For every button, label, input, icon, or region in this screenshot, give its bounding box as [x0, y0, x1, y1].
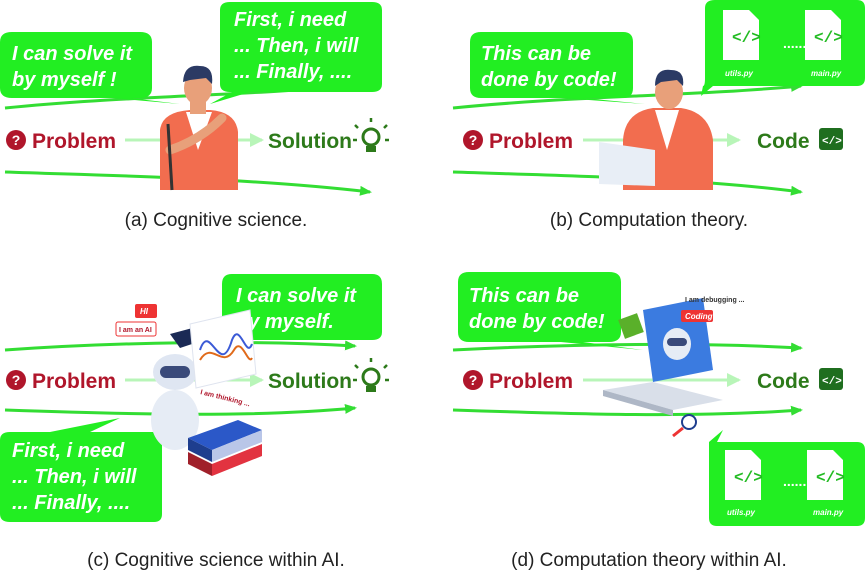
bubble-right-line1: First, i need	[234, 9, 347, 31]
bubble-right-line2: ... Then, i will	[234, 35, 359, 57]
flow-arrow-top	[452, 342, 803, 353]
svg-text:</>: </>	[816, 469, 845, 487]
solution-text: Solution	[268, 130, 352, 153]
svg-text:?: ?	[469, 372, 478, 388]
file-label-main: main.py	[813, 508, 844, 517]
problem-text: Problem	[489, 370, 573, 393]
panel-d-illustration: This can be done by code! Coding I am de…	[452, 272, 865, 526]
bubble-bottom-line1: First, i need	[12, 440, 125, 462]
question-icon	[463, 130, 483, 150]
panel-computation-theory: This can be done by code! </> utils.py .…	[433, 0, 865, 290]
code-label: Code </>	[757, 368, 843, 393]
svg-text:?: ?	[469, 132, 478, 148]
question-icon	[463, 370, 483, 390]
bubble-bottom-line2: ... Then, i will	[12, 466, 137, 488]
caption-a: (a) Cognitive science.	[124, 210, 308, 231]
problem-label: ? Problem	[6, 130, 116, 153]
problem-label: ? Problem	[463, 370, 573, 393]
tag-hi: HI	[140, 307, 149, 316]
python-file-icon: </> utils.py	[723, 10, 761, 78]
code-badge-icon: </>	[819, 368, 843, 390]
ai-laptop-icon: Coding I am debugging ...	[603, 297, 745, 438]
bubble-right-line3: ... Finally, ....	[234, 61, 352, 83]
svg-text:?: ?	[12, 372, 21, 388]
caption-c: (c) Cognitive science within AI.	[87, 550, 345, 571]
code-files-bubble: </> utils.py ...... </> main.py	[701, 0, 865, 96]
tag-thinking: I am thinking ...	[200, 389, 251, 408]
code-label: Code </>	[757, 128, 843, 153]
file-label-main: main.py	[811, 69, 842, 78]
code-text: Code	[757, 370, 810, 393]
bubble-line1: This can be	[469, 285, 579, 307]
problem-label: ? Problem	[6, 370, 116, 393]
python-file-icon: </> main.py	[805, 10, 843, 78]
solution-text: Solution	[268, 370, 352, 393]
caption-d: (d) Computation theory within AI.	[511, 550, 787, 571]
solution-label: Solution	[268, 358, 389, 393]
file-label-utils: utils.py	[727, 508, 756, 517]
flow-arrow-bottom	[452, 405, 803, 417]
bubble-line1: This can be	[481, 43, 591, 65]
question-icon	[6, 130, 26, 150]
code-badge-icon: </>	[819, 128, 843, 150]
file-dots: ......	[783, 35, 806, 51]
panel-cognitive-science: I can solve it by myself ! First, i need…	[0, 0, 432, 290]
tag-ai: I am an AI	[119, 327, 152, 334]
thinking-person-icon	[160, 65, 238, 191]
python-file-icon: </> main.py	[807, 450, 845, 517]
bubble-line2: done by code!	[481, 69, 617, 91]
bubble-top-line1: I can solve it	[236, 285, 357, 307]
code-text: Code	[757, 130, 810, 153]
bubble-bottom-line3: ... Finally, ....	[12, 492, 130, 514]
panel-c-illustration: I can solve it by myself. First, i need …	[0, 274, 389, 522]
problem-text: Problem	[32, 370, 116, 393]
lightbulb-icon	[353, 358, 389, 392]
bubble-left-line2: by myself !	[12, 69, 117, 91]
caption-b: (b) Computation theory.	[549, 210, 749, 231]
svg-text:?: ?	[12, 132, 21, 148]
bubble-top-line2: by myself.	[236, 311, 334, 333]
speech-bubble-bottom: First, i need ... Then, i will ... Final…	[0, 418, 162, 522]
panel-b-illustration: This can be done by code! </> utils.py .…	[452, 0, 865, 196]
python-file-icon: </> utils.py	[725, 450, 763, 517]
panel-cognitive-science-ai: I can solve it by myself. First, i need …	[0, 270, 432, 571]
svg-text:</>: </>	[822, 136, 842, 148]
person-laptop-icon	[599, 69, 713, 190]
books-icon	[188, 420, 262, 476]
flow-arrow-top	[452, 81, 803, 110]
solution-label: Solution	[268, 118, 389, 153]
speech-bubble: This can be done by code!	[470, 32, 645, 104]
file-dots: ......	[783, 473, 806, 489]
tag-debugging: I am debugging ...	[685, 297, 745, 304]
problem-text: Problem	[489, 130, 573, 153]
svg-text:</>: </>	[822, 376, 842, 388]
panel-computation-theory-ai: This can be done by code! Coding I am de…	[433, 270, 865, 571]
bubble-left-line1: I can solve it	[12, 43, 133, 65]
svg-text:</>: </>	[814, 29, 843, 47]
speech-bubble-right: First, i need ... Then, i will ... Final…	[210, 2, 382, 104]
bubble-line2: done by code!	[469, 311, 605, 333]
file-label-utils: utils.py	[725, 69, 754, 78]
svg-text:</>: </>	[732, 29, 761, 47]
speech-bubble-left: I can solve it by myself !	[0, 32, 180, 104]
panel-a-illustration: I can solve it by myself ! First, i need…	[0, 2, 389, 196]
problem-text: Problem	[32, 130, 116, 153]
code-files-bubble: </> utils.py ...... </> main.py	[709, 430, 865, 526]
question-icon	[6, 370, 26, 390]
lightbulb-icon	[353, 118, 389, 152]
speech-bubble: This can be done by code!	[458, 272, 643, 350]
svg-text:</>: </>	[734, 469, 763, 487]
problem-label: ? Problem	[463, 130, 573, 153]
tag-coding: Coding	[685, 312, 713, 321]
